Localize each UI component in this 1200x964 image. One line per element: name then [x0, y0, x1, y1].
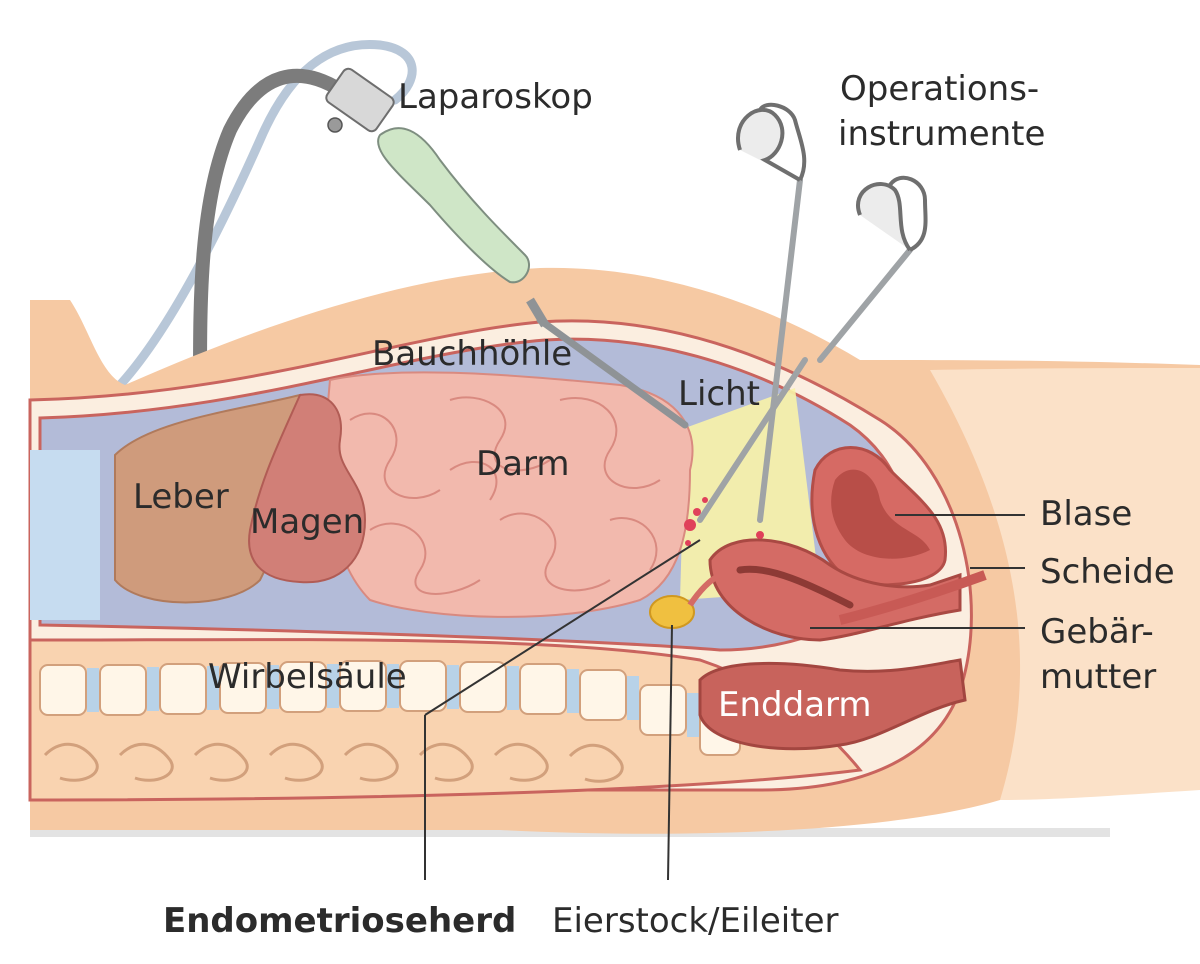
rectum — [698, 658, 967, 751]
intestine-loops — [349, 396, 661, 595]
laparoscope-coupler — [325, 67, 395, 133]
operating-instrument-2 — [817, 175, 928, 363]
label-magen: Magen — [250, 502, 364, 542]
stomach — [248, 393, 367, 584]
vertebrae — [39, 660, 741, 756]
ovary — [649, 595, 695, 629]
vagina — [838, 570, 987, 625]
spinous-processes — [43, 742, 624, 783]
label-blase: Blase — [1040, 494, 1132, 534]
label-wirbelsaeule: Wirbelsäule — [208, 657, 407, 697]
label-bauchhoehle: Bauchhöhle — [372, 334, 572, 374]
camera-cable — [193, 68, 347, 387]
label-darm: Darm — [476, 444, 570, 484]
label-endometrioseherd: Endometrioseherd — [163, 901, 516, 941]
endometriosis-lesions — [684, 497, 764, 546]
label-operations-line1: Operations- — [840, 69, 1039, 109]
laparoscope-grip — [377, 127, 530, 284]
bladder-inner — [831, 469, 930, 559]
chest-section — [30, 450, 100, 620]
label-licht: Licht — [678, 374, 760, 414]
operating-instrument-1 — [697, 102, 808, 523]
label-laparoskop: Laparoskop — [398, 77, 593, 117]
uterus — [708, 538, 962, 642]
intestine-mass — [325, 371, 694, 618]
label-scheide: Scheide — [1040, 552, 1175, 592]
light-cable — [115, 39, 417, 390]
fallopian-tube — [687, 572, 722, 607]
label-gebaermutter-line1: Gebär- — [1040, 612, 1154, 652]
thigh-region — [930, 368, 1200, 800]
label-operations-line2: instrumente — [838, 114, 1045, 154]
label-enddarm: Enddarm — [718, 685, 872, 725]
label-gebaermutter-line2: mutter — [1040, 657, 1156, 697]
laparoscope — [325, 67, 689, 429]
label-leber: Leber — [133, 477, 229, 517]
laparoscope-knob — [327, 117, 343, 133]
leader-eierstock — [667, 624, 673, 881]
leader-endometrioseherd-diag — [424, 539, 701, 716]
uterine-cavity — [736, 565, 854, 609]
label-eierstock-eileiter: Eierstock/Eileiter — [552, 901, 838, 941]
